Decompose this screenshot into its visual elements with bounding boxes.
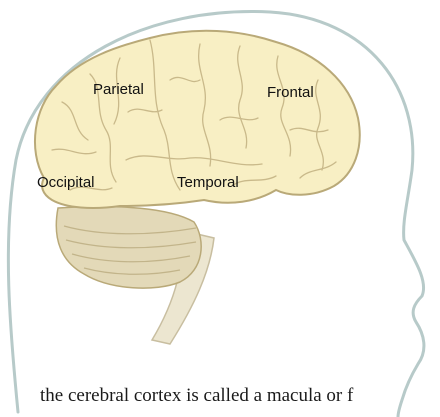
label-parietal: Parietal (93, 81, 144, 98)
label-occipital: Occipital (37, 174, 95, 191)
label-temporal: Temporal (177, 174, 239, 191)
label-frontal: Frontal (267, 84, 314, 101)
cerebellum (56, 207, 201, 289)
caption-text: the cerebral cortex is called a macula o… (40, 385, 440, 407)
